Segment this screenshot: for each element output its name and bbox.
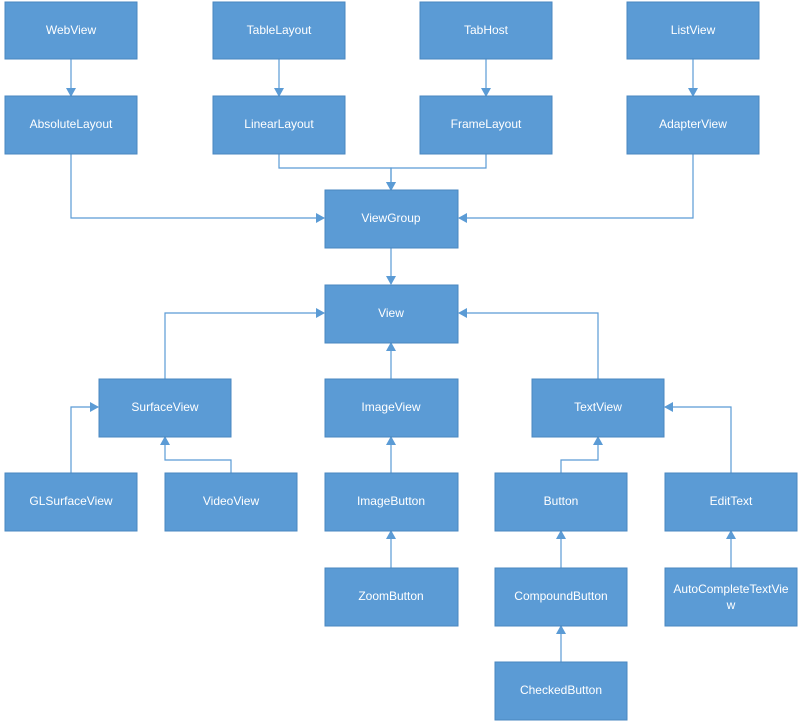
node-box [324,189,459,249]
node-framelayout: FrameLayout [419,95,553,155]
node-textview: TextView [531,378,665,438]
node-label: ImageView [361,400,420,414]
node-checkedbutton: CheckedButton [494,661,628,721]
node-videoview: VideoView [164,472,298,532]
node-box [4,1,138,60]
node-box [626,95,760,155]
node-box [324,472,459,532]
node-box [494,567,628,627]
node-label: EditText [710,494,753,508]
node-label: CheckedButton [520,683,602,697]
node-box [494,661,628,721]
node-label: TableLayout [247,23,312,37]
node-imagebutton: ImageButton [324,472,459,532]
node-label: TabHost [464,23,509,37]
node-adapterview: AdapterView [626,95,760,155]
node-label: GLSurfaceView [29,494,112,508]
node-label-line-2: w [726,598,736,612]
node-group: WebView TableLayout TabHost ListView Abs… [4,1,798,721]
node-label: LinearLayout [244,117,314,131]
node-label: FrameLayout [451,117,522,131]
node-label: View [378,306,404,320]
node-imageview: ImageView [324,378,459,438]
node-autocompletetextview: AutoCompleteTextVie w [664,567,798,627]
node-tablelayout: TableLayout [212,1,346,60]
edge-edittext-to-textview [664,402,732,473]
edge-glsurfaceview-to-surfaceview [70,402,99,473]
node-box [531,378,665,438]
node-box [212,95,346,155]
node-label-line-1: AutoCompleteTextVie [673,582,789,596]
edge-surfaceview-to-view [164,308,325,379]
node-label: ImageButton [357,494,425,508]
edge-textview-to-view [458,308,599,379]
node-label: SurfaceView [131,400,198,414]
node-box [324,284,459,344]
node-box [664,472,798,532]
node-linearlayout: LinearLayout [212,95,346,155]
node-box [494,472,628,532]
node-label: ListView [671,23,716,37]
node-webview: WebView [4,1,138,60]
connector-group [66,59,736,662]
node-surfaceview: SurfaceView [98,378,232,438]
edge-adapterview-to-viewgroup [458,154,694,223]
node-box [212,1,346,60]
node-box [164,472,298,532]
node-box [324,378,459,438]
edge-absolutelayout-to-viewgroup [70,154,325,223]
node-button: Button [494,472,628,532]
node-absolutelayout: AbsoluteLayout [4,95,138,155]
node-label: VideoView [203,494,260,508]
node-box [98,378,232,438]
node-label: WebView [46,23,97,37]
node-listview: ListView [626,1,760,60]
node-label: ViewGroup [361,211,420,225]
node-label: CompoundButton [514,589,607,603]
node-box [419,1,553,60]
node-label: ZoomButton [358,589,423,603]
edge-button-to-textview [560,436,603,473]
node-box [664,567,798,627]
node-tabhost: TabHost [419,1,553,60]
node-glsurfaceview: GLSurfaceView [4,472,138,532]
edge-linearlayout-to-viewgroup [278,154,396,191]
node-box [4,472,138,532]
node-compoundbutton: CompoundButton [494,567,628,627]
node-label: Button [544,494,579,508]
edge-videoview-to-surfaceview [160,436,232,473]
node-box [4,95,138,155]
node-zoombutton: ZoomButton [324,567,459,627]
node-box [626,1,760,60]
node-label: AbsoluteLayout [30,117,113,131]
node-edittext: EditText [664,472,798,532]
node-box [419,95,553,155]
node-box [324,567,459,627]
node-label: TextView [574,400,622,414]
node-view: View [324,284,459,344]
edge-framelayout-to-viewgroup [386,154,487,191]
node-viewgroup: ViewGroup [324,189,459,249]
node-label: AdapterView [659,117,727,131]
